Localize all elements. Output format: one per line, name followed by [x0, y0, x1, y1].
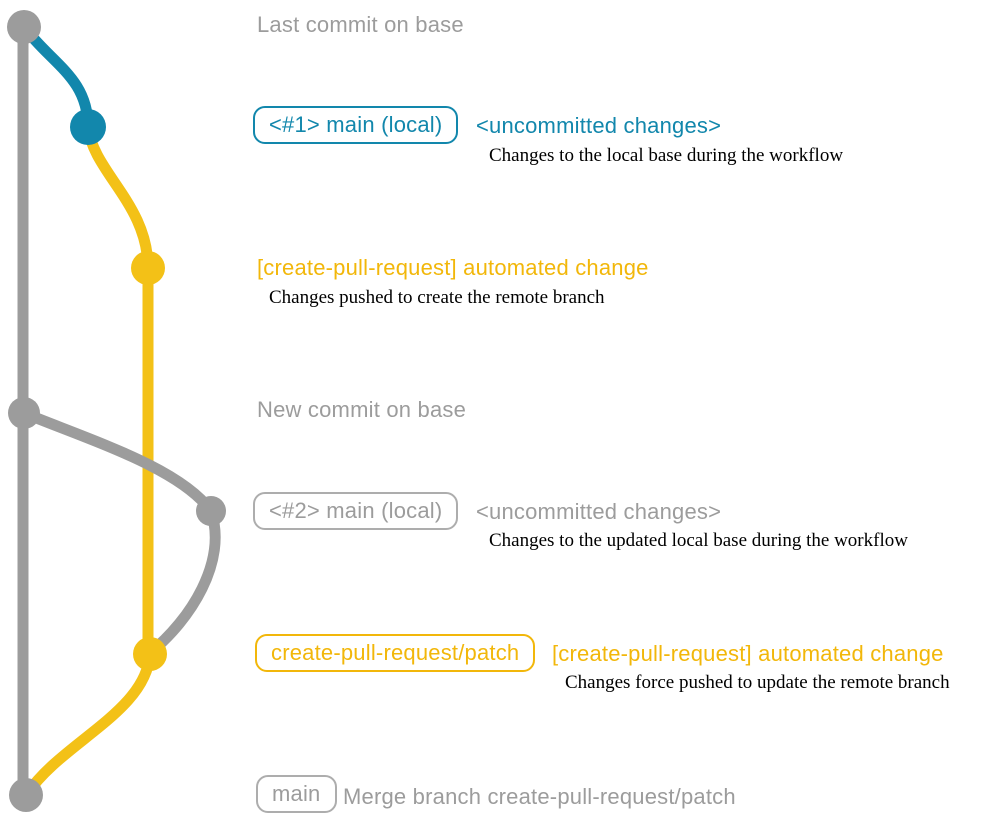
label-new-commit-on-base: New commit on base: [257, 397, 467, 422]
branch-badge-create-pull-request-patch: create-pull-request/patch: [255, 634, 536, 672]
branch-badge-main: main: [256, 775, 337, 813]
label-last-commit-on-base: Last commit on base: [257, 12, 464, 37]
label-merge-branch: Merge branch create-pull-request/patch: [343, 784, 736, 809]
patch-merge-curve: [21, 648, 156, 800]
updated-local-curve: [18, 407, 221, 658]
desc-uncommitted-changes-1: Changes to the local base during the wor…: [489, 145, 844, 166]
desc-uncommitted-changes-2: Changes to the updated local base during…: [489, 530, 908, 551]
commit-dot-base-new: [8, 397, 40, 429]
heading-automated-change-1: [create-pull-request] automated change: [257, 255, 649, 280]
commit-dot-local-1: [70, 109, 106, 145]
commit-dot-cpr-1: [131, 251, 165, 285]
desc-automated-change-2: Changes force pushed to update the remot…: [565, 672, 950, 693]
commit-graph: [7, 10, 226, 812]
commit-dot-merge: [9, 778, 43, 812]
patch-branch-curve-top: [82, 121, 154, 274]
commit-dot-local-2: [196, 496, 226, 526]
branch-badge-main-local-1: <#1> main (local): [253, 106, 459, 144]
heading-uncommitted-changes-2: <uncommitted changes>: [476, 499, 722, 524]
heading-automated-change-2: [create-pull-request] automated change: [552, 641, 944, 666]
desc-automated-change-1: Changes pushed to create the remote bran…: [269, 287, 605, 308]
commit-dot-cpr-2: [133, 637, 167, 671]
commit-dot-base-last: [7, 10, 41, 44]
heading-uncommitted-changes-1: <uncommitted changes>: [476, 113, 722, 138]
branch-badge-main-local-2: <#2> main (local): [253, 492, 459, 530]
